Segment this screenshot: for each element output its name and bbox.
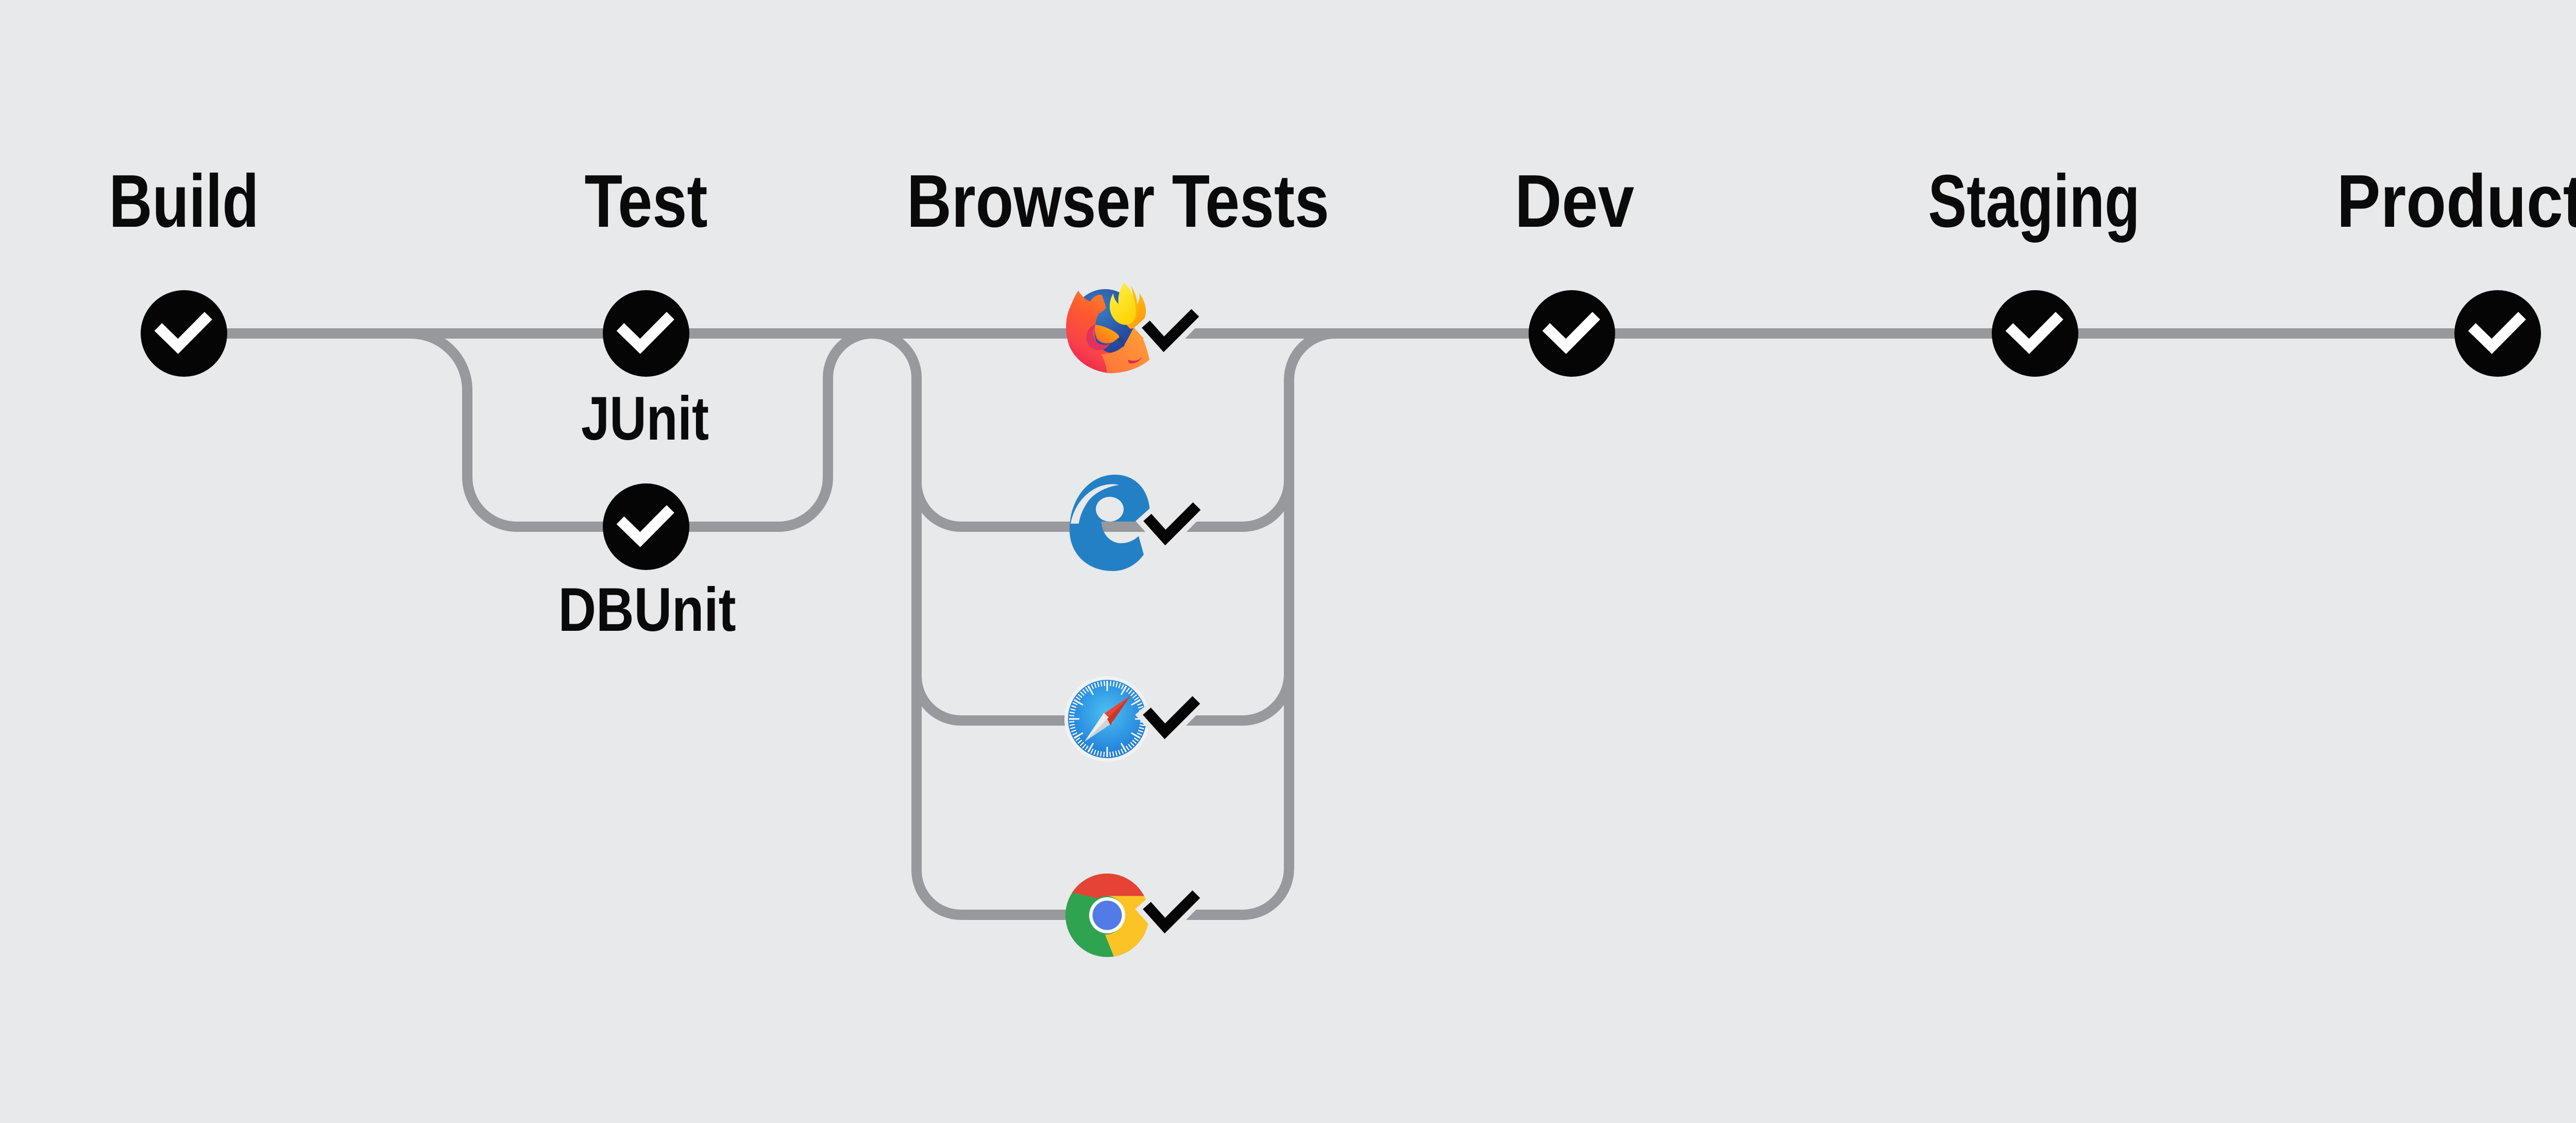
svg-text:DBUnit: DBUnit [558, 575, 736, 644]
svg-text:JUnit: JUnit [581, 384, 709, 453]
svg-text:Dev: Dev [1515, 159, 1634, 243]
svg-text:Browser Tests: Browser Tests [907, 159, 1329, 243]
svg-text:Test: Test [585, 159, 708, 243]
svg-text:Build: Build [109, 159, 259, 243]
svg-text:Staging: Staging [1928, 159, 2140, 243]
svg-text:Production: Production [2337, 159, 2576, 243]
